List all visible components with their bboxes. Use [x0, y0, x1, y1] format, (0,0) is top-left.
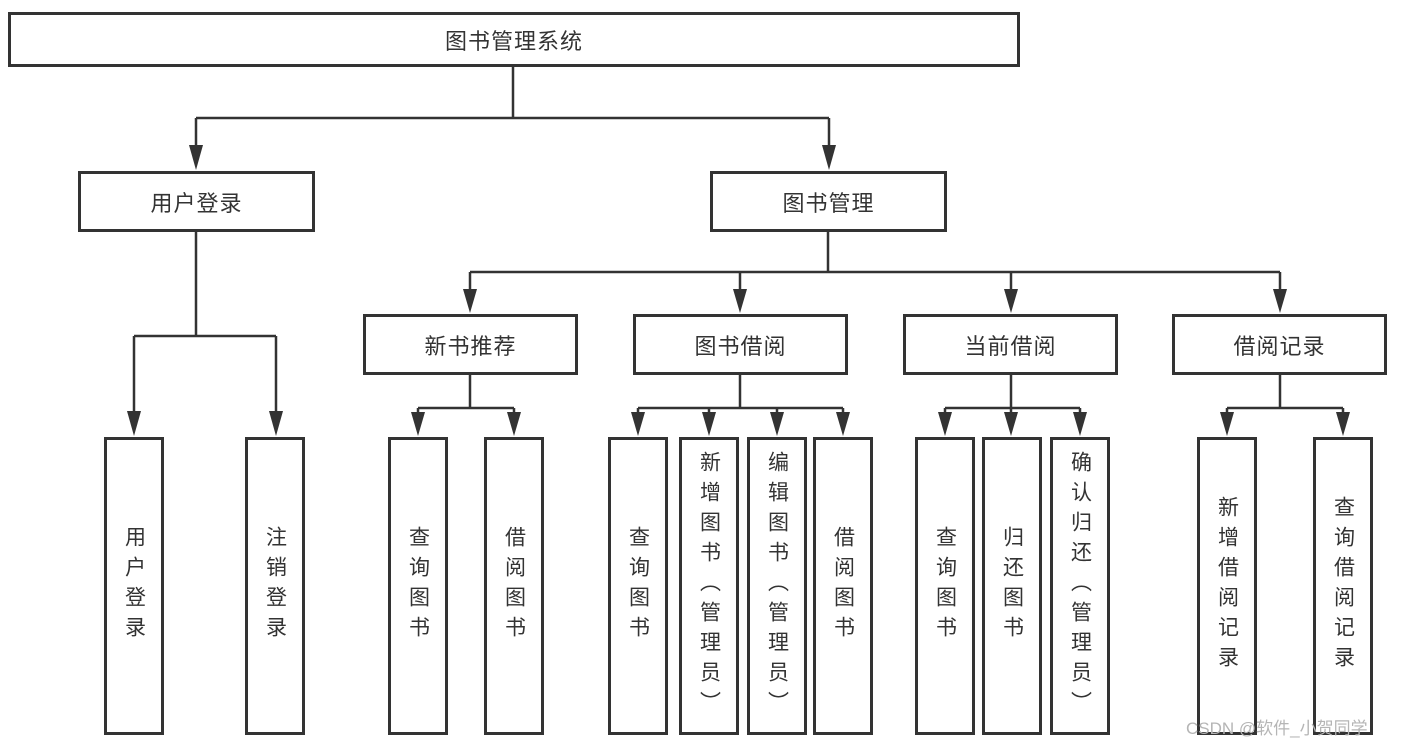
leaf-confirm-return-admin: 确认归还（管理员）: [1050, 437, 1110, 735]
leaf-logout: 注销登录: [245, 437, 305, 735]
leaf-label: 注销登录: [263, 526, 287, 646]
leaf-query-books-newbooks: 查询图书: [388, 437, 448, 735]
node-borrowing-records: 借阅记录: [1172, 314, 1387, 375]
csdn-watermark: CSDN @软件_小贺同学: [1186, 719, 1368, 738]
node-root: 图书管理系统: [8, 12, 1020, 67]
leaf-label: 查询图书: [406, 526, 430, 646]
leaf-label: 查询借阅记录: [1331, 496, 1355, 676]
leaf-label: 确认归还（管理员）: [1068, 451, 1092, 721]
leaf-label: 借阅图书: [502, 526, 526, 646]
leaf-borrow-books-borrowing: 借阅图书: [813, 437, 873, 735]
leaf-add-borrow-record: 新增借阅记录: [1197, 437, 1257, 735]
leaf-label: 查询图书: [933, 526, 957, 646]
node-current-borrowing: 当前借阅: [903, 314, 1118, 375]
leaf-label: 查询图书: [626, 526, 650, 646]
leaf-label: 用户登录: [122, 526, 146, 646]
leaf-query-borrow-record: 查询借阅记录: [1313, 437, 1373, 735]
leaf-edit-book-admin: 编辑图书（管理员）: [747, 437, 807, 735]
leaf-return-books: 归还图书: [982, 437, 1042, 735]
node-user-login: 用户登录: [78, 171, 315, 232]
leaf-query-books-current: 查询图书: [915, 437, 975, 735]
node-new-book-recommend: 新书推荐: [363, 314, 578, 375]
node-book-borrowing: 图书借阅: [633, 314, 848, 375]
leaf-user-login: 用户登录: [104, 437, 164, 735]
leaf-label: 借阅图书: [831, 526, 855, 646]
arrowhead-group: [127, 145, 1350, 436]
node-book-management: 图书管理: [710, 171, 947, 232]
leaf-label: 归还图书: [1000, 526, 1024, 646]
leaf-add-book-admin: 新增图书（管理员）: [679, 437, 739, 735]
leaf-label: 新增借阅记录: [1215, 496, 1239, 676]
leaf-label: 新增图书（管理员）: [697, 451, 721, 721]
leaf-label: 编辑图书（管理员）: [765, 451, 789, 721]
leaf-borrow-books-newbooks: 借阅图书: [484, 437, 544, 735]
leaf-query-books-borrowing: 查询图书: [608, 437, 668, 735]
